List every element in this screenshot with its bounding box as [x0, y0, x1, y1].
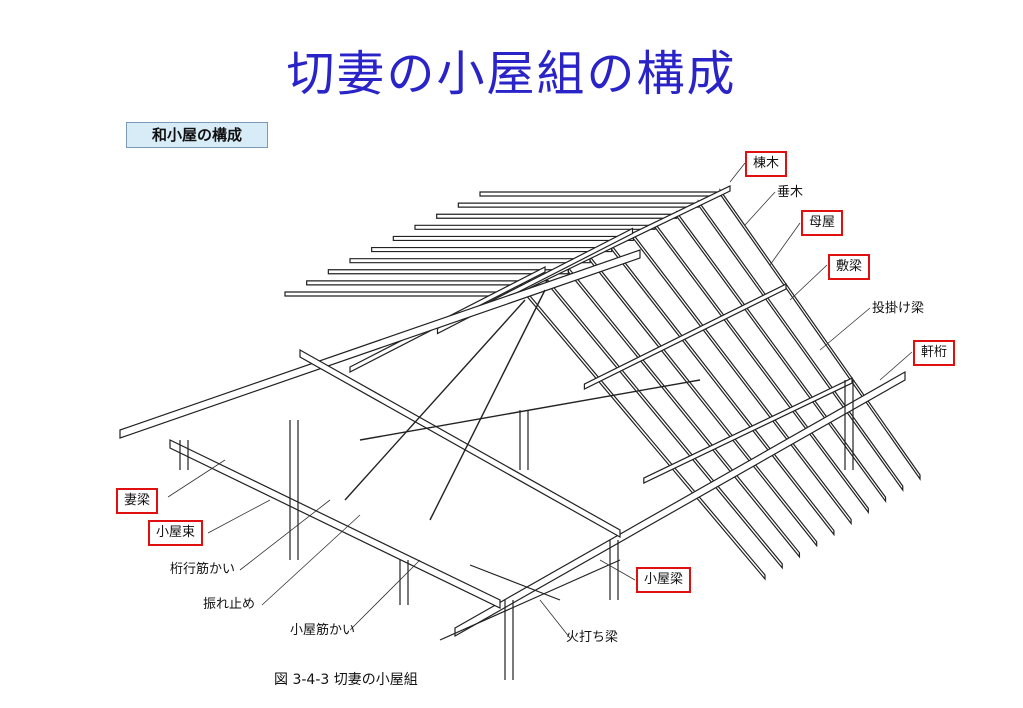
tie-beam-mid	[299, 348, 621, 539]
label-hiuchibari: 火打ち梁	[566, 630, 619, 645]
leader-line	[261, 514, 361, 606]
label-shikibari: 敷梁	[828, 254, 871, 280]
subtitle-box: 和小屋の構成	[126, 122, 268, 148]
sway-brace	[359, 379, 701, 441]
purlin	[583, 283, 787, 391]
label-nokigeta: 軒桁	[913, 340, 956, 366]
roof-strut	[344, 299, 526, 501]
label-taruki: 垂木	[777, 185, 804, 200]
rafter-left	[371, 246, 613, 253]
leader-line	[207, 499, 271, 534]
label-koyazuka: 小屋束	[148, 520, 204, 546]
leader-line	[599, 559, 636, 581]
rafter-left	[392, 235, 634, 242]
rafter-left	[414, 224, 656, 230]
purlin	[643, 377, 853, 485]
label-koyasujikai: 小屋筋かい	[290, 623, 356, 638]
leader-line	[729, 162, 746, 183]
label-ketayukisujikai: 桁行筋かい	[170, 562, 236, 577]
rafter-left	[457, 202, 699, 208]
frame-members	[119, 249, 906, 680]
label-munagi: 棟木	[745, 151, 788, 177]
hip-brace	[439, 559, 621, 641]
leader-line	[539, 599, 571, 639]
eave-beam-left	[119, 249, 641, 439]
tie-beam-gable	[169, 439, 501, 609]
leader-lines	[167, 162, 913, 639]
rafter-right	[567, 266, 801, 559]
rafter-left	[349, 258, 591, 264]
leader-line	[239, 499, 331, 571]
roof-strut	[429, 289, 546, 521]
rafter-right	[697, 199, 904, 492]
label-moya: 母屋	[801, 210, 844, 236]
label-furedome: 振れ止め	[203, 597, 256, 612]
purlins	[349, 185, 853, 485]
slide-title: 切妻の小屋組の構成	[286, 46, 737, 102]
leader-line	[167, 459, 226, 498]
label-nagekakebari: 投掛け梁	[872, 301, 925, 316]
leader-line	[744, 191, 776, 226]
rafter-right	[632, 232, 852, 526]
leader-line	[879, 351, 913, 381]
rafter-left	[479, 191, 721, 197]
leader-line	[789, 264, 828, 301]
label-tsumabari: 妻梁	[116, 488, 159, 514]
leader-line	[769, 222, 801, 266]
figure-caption: 図 3-4-3 切妻の小屋組	[274, 672, 418, 688]
rafter-left	[436, 213, 678, 219]
leader-line	[349, 559, 421, 631]
leader-line	[819, 307, 871, 351]
label-koyabari: 小屋梁	[636, 567, 692, 593]
rafter-left	[327, 269, 569, 275]
fire-brace	[469, 564, 561, 601]
